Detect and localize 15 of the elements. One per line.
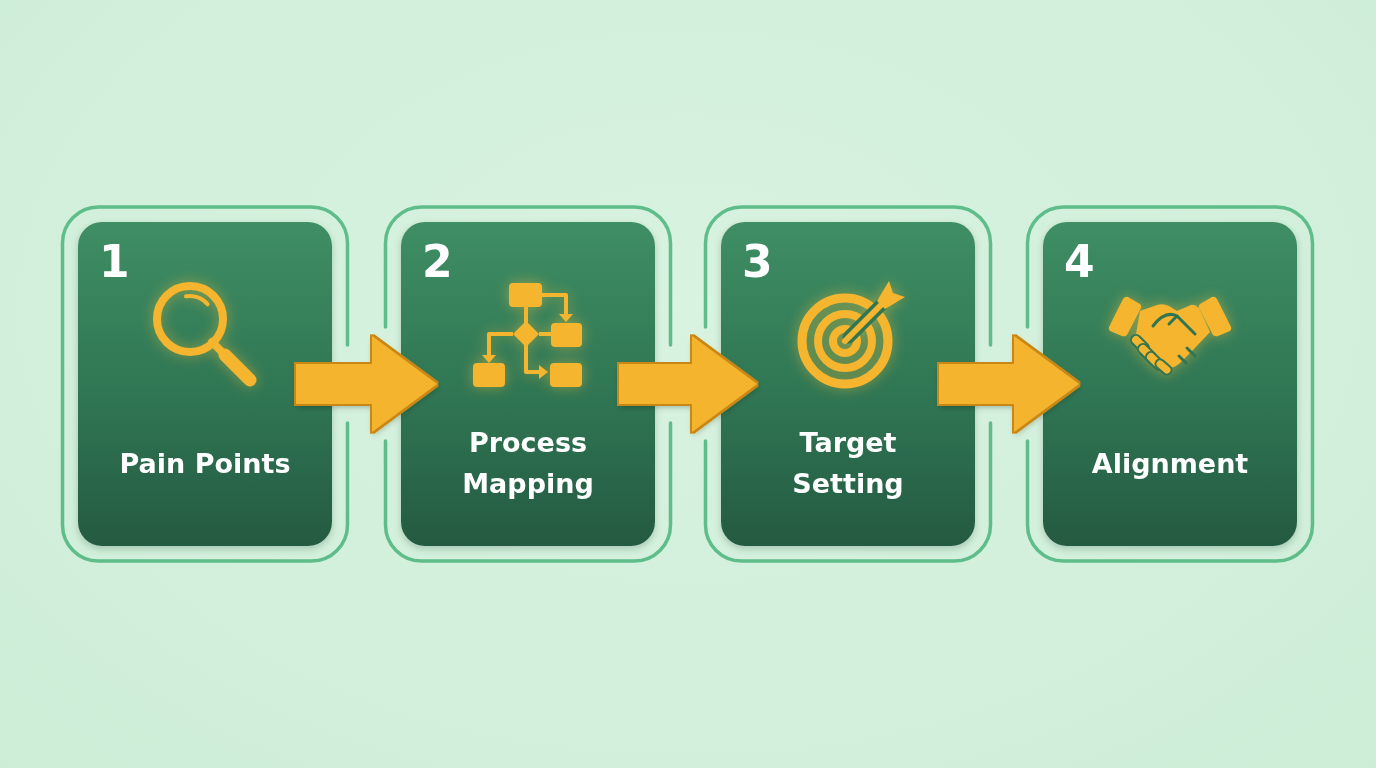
arrow [619,336,757,432]
step-card [78,222,332,546]
step-title: Process Mapping [461,426,595,501]
step-number: 4 [1064,240,1095,284]
step-title: Pain Points [119,446,291,481]
arrow [939,336,1079,432]
step-number: 3 [742,240,773,284]
step-card [401,222,655,546]
step-number: 2 [422,240,453,284]
step-card [1043,222,1297,546]
step-number: 1 [99,240,130,284]
step-card [721,222,975,546]
step-title: Target Setting [791,426,905,501]
arrow [296,336,437,432]
step-title: Alignment [1091,446,1249,481]
